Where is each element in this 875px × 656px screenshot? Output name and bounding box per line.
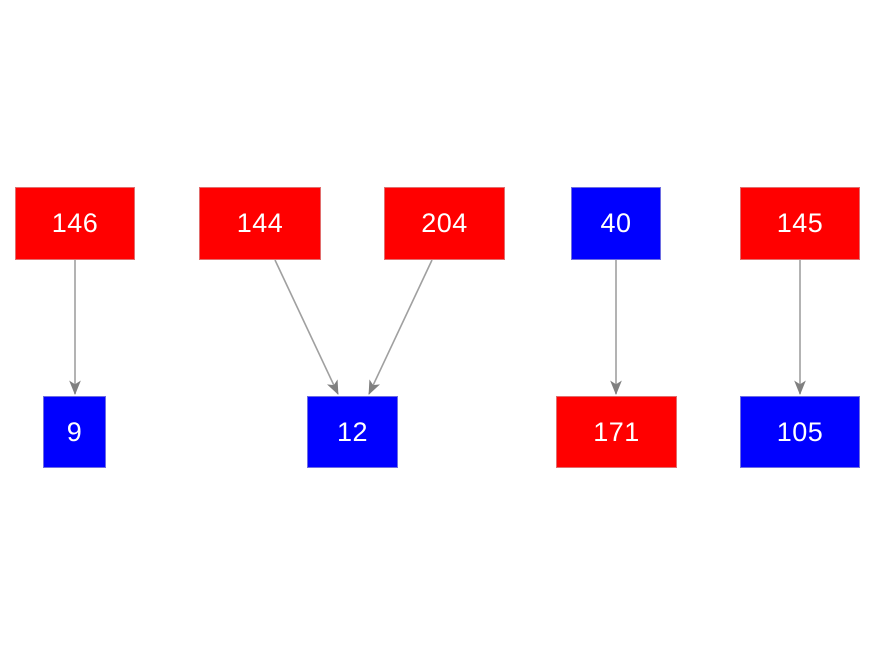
edge-204-to-12 bbox=[368, 259, 433, 395]
node-label: 105 bbox=[776, 416, 824, 447]
node-204[interactable]: 204 bbox=[384, 187, 505, 260]
node-40[interactable]: 40 bbox=[571, 187, 661, 260]
node-label: 40 bbox=[600, 208, 632, 238]
node-144[interactable]: 144 bbox=[199, 187, 321, 260]
node-label: 12 bbox=[336, 416, 369, 447]
node-label: 145 bbox=[776, 208, 824, 238]
node-label: 9 bbox=[66, 416, 83, 447]
node-label: 171 bbox=[593, 416, 640, 447]
node-label: 144 bbox=[236, 208, 284, 238]
node-145[interactable]: 145 bbox=[740, 187, 860, 260]
node-12[interactable]: 12 bbox=[307, 396, 398, 468]
node-9[interactable]: 9 bbox=[43, 396, 106, 468]
node-label: 204 bbox=[421, 208, 468, 238]
edge-144-to-12 bbox=[274, 259, 339, 395]
node-146[interactable]: 146 bbox=[15, 187, 135, 260]
node-label: 146 bbox=[51, 208, 99, 238]
node-105[interactable]: 105 bbox=[740, 396, 860, 468]
node-171[interactable]: 171 bbox=[556, 396, 677, 468]
edges-group bbox=[69, 259, 806, 395]
